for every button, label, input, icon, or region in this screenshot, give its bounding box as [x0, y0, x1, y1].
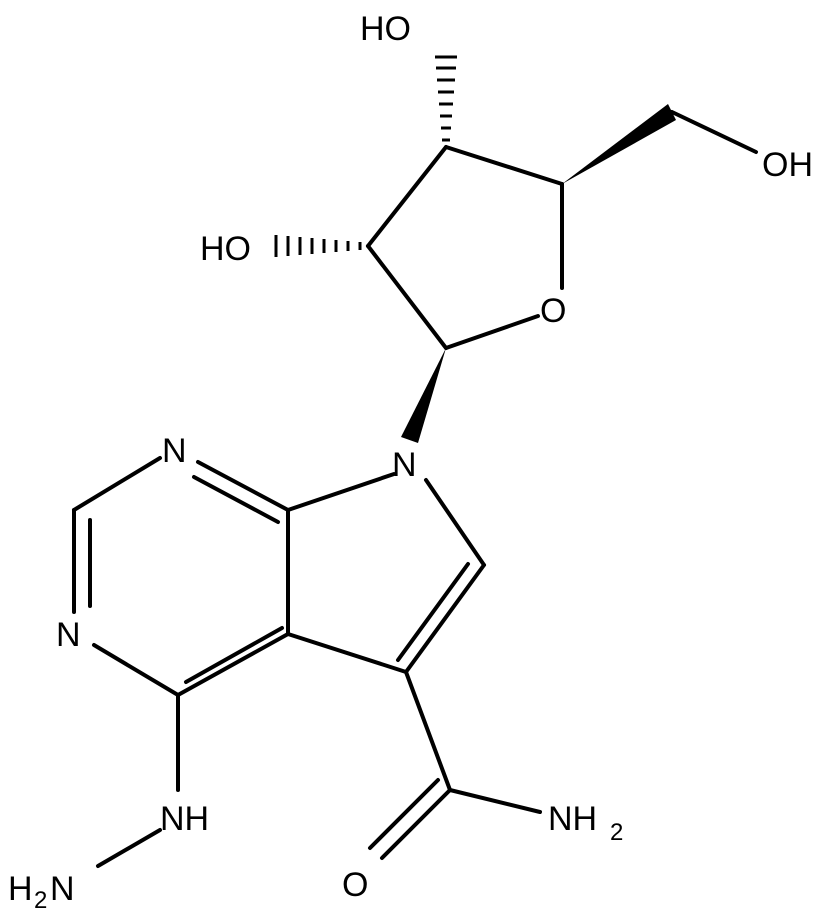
label-h2n-n: N [50, 870, 75, 908]
bond-c3-c4 [444, 145, 564, 186]
label-ring-o: O [540, 292, 566, 330]
bond-n1-c6 [92, 643, 180, 697]
label-oh-right: OH [762, 146, 813, 184]
bond-c4-n9 [286, 472, 396, 512]
bond-c4-n3 [196, 460, 290, 512]
bond-c8-c7-double [396, 562, 470, 662]
label-n9: N [392, 446, 417, 484]
label-h2n-h: H [8, 870, 33, 908]
bond-o-c1 [444, 314, 540, 350]
bond-n3-c2 [72, 456, 162, 512]
bond-c8-c7 [404, 563, 486, 674]
label-carbonyl-o: O [342, 866, 368, 904]
label-ho-left: HO [200, 230, 251, 268]
bond-nh-nh2 [96, 828, 162, 868]
label-n-top: N [162, 432, 187, 470]
bond-c2-c3 [366, 145, 448, 248]
label-h2n-sub: 2 [34, 887, 47, 914]
label-nh: NH [160, 800, 209, 838]
bond-carbonyl-o-double [368, 778, 440, 850]
label-nh2: NH [548, 800, 597, 838]
bond-c7-carbonyl [404, 670, 452, 792]
label-nh2-sub: 2 [610, 819, 623, 846]
bond-carbonyl-o [380, 788, 452, 860]
hash-c2-oh [274, 235, 362, 257]
label-ho-top: HO [360, 10, 411, 48]
bond-c6-c5 [176, 632, 290, 697]
label-n-bottom: N [56, 616, 81, 654]
bond-c6-c5-double [184, 626, 284, 684]
wedge-c1-n9 [401, 348, 446, 443]
bond-c7-c5 [286, 632, 408, 674]
bond-n9-c8 [424, 478, 486, 567]
bond-c1-c2 [366, 244, 448, 350]
bond-carbonyl-nh2 [448, 788, 542, 814]
bond-ch2-oh [670, 110, 758, 154]
wedge-c4-ch2 [562, 104, 676, 184]
hash-c3-oh [435, 55, 457, 142]
bond-c4-n3-double [192, 475, 280, 524]
